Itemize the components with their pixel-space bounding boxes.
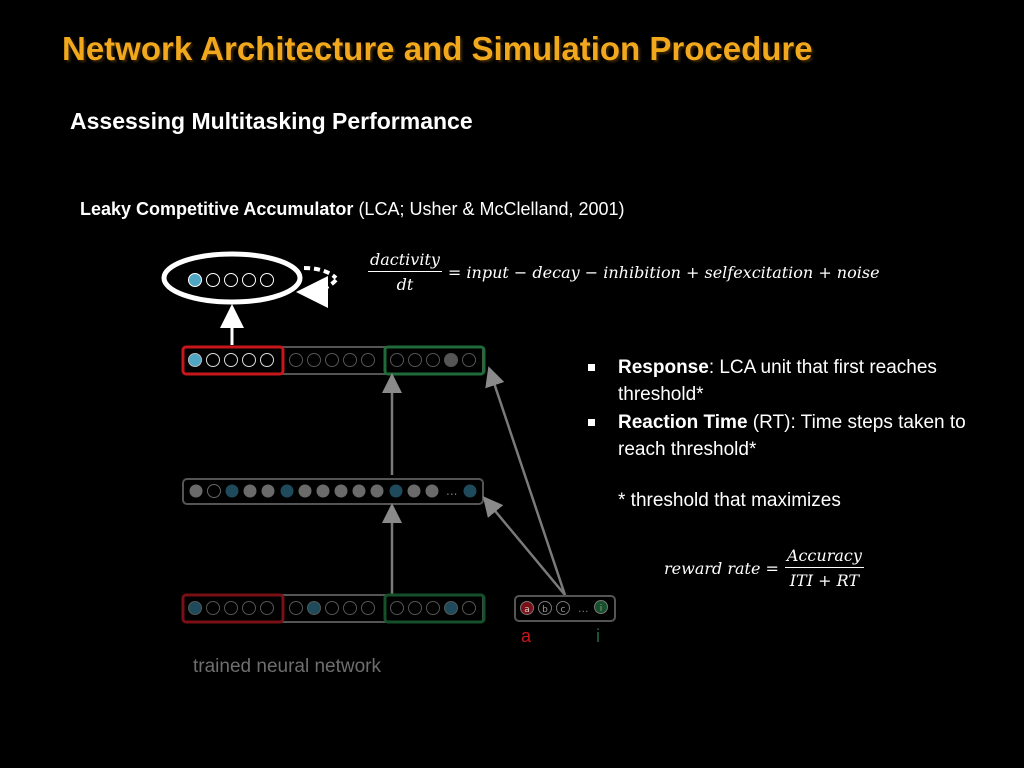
reward-fraction: Accuracy ITI + RT [784,546,864,590]
equation-denominator: dt [396,275,414,294]
task-ellipsis: ... [578,602,589,615]
lca-definition: Leaky Competitive Accumulator (LCA; Ushe… [80,199,625,220]
hidden-ellipsis: ... [446,484,457,498]
reward-numerator: Accuracy [784,546,864,568]
bullet-text: : LCA unit that first reaches threshold* [618,357,937,405]
lca-ellipse [161,251,303,305]
bullet-term: Reaction Time [618,412,748,433]
lca-name: Leaky Competitive Accumulator [80,199,354,219]
bullet-list: Response: LCA unit that first reaches th… [588,354,1008,464]
input-layer [181,593,486,624]
task-to-output-arrow [485,366,567,596]
slide-subtitle: Assessing Multitasking Performance [70,108,473,134]
bullet-reaction-time: Reaction Time (RT): Time steps taken to … [588,409,1008,463]
equation-rhs: = input − decay − inhibition + selfexcit… [447,262,880,282]
output-layer [181,345,486,376]
dashed-arrow-top [303,266,338,280]
threshold-note: * threshold that maximizes [618,490,841,511]
slide-title: Network Architecture and Simulation Proc… [62,30,813,67]
task-to-hidden-arrow [482,496,566,596]
equation-numerator: dactivity [368,250,442,272]
bullet-text: (RT): Time steps taken to reach threshol… [618,412,966,460]
task-layer: a b c ... i [514,595,616,622]
bullet-response: Response: LCA unit that first reaches th… [588,354,1008,408]
lca-units [188,273,274,287]
reward-lhs: reward rate = [664,558,779,578]
bullet-term: Response [618,357,709,378]
reward-denominator: ITI + RT [789,571,860,590]
lca-citation: (LCA; Usher & McClelland, 2001) [358,199,625,219]
reward-rate-equation: reward rate = Accuracy ITI + RT [664,546,870,590]
task-unit-c: c [561,605,566,615]
task-unit-a: a [524,605,530,615]
task-unit-b: b [542,605,548,615]
task-label-i: i [596,626,600,646]
equation-fraction: dactivity dt [368,250,442,294]
task-label-a: a [521,626,532,646]
network-caption: trained neural network [193,656,381,677]
bullet-square-icon [588,419,595,426]
task-unit-i: i [600,604,603,614]
bullet-square-icon [588,364,595,371]
dashed-arrow-bottom [296,275,338,308]
lca-equation: dactivity dt = input − decay − inhibitio… [368,250,880,294]
hidden-layer: ... [182,478,484,505]
